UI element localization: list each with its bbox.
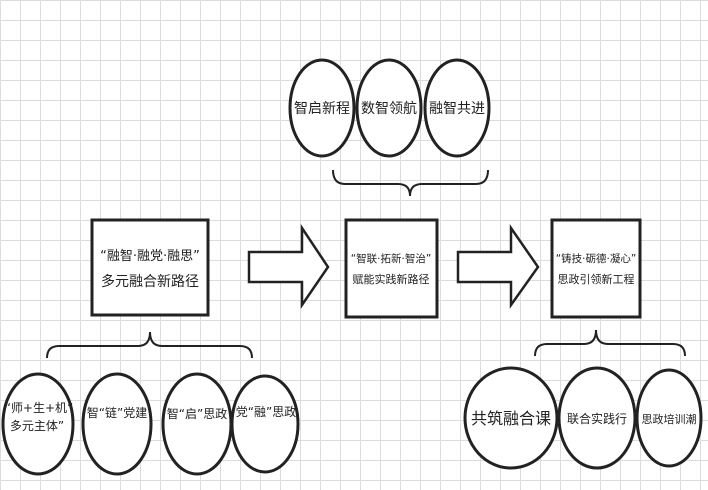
box-2-line1: “智联·拓新·智治” <box>351 252 432 265</box>
top-node-3-label: 融智共进 <box>429 101 485 117</box>
box-1-line1: “融智·融党·融思” <box>100 249 200 264</box>
left-node-2 <box>81 372 153 476</box>
left-brace <box>46 331 253 359</box>
right-brace <box>534 329 686 357</box>
top-node-2-label: 数智领航 <box>361 101 417 117</box>
box-2-line2: 赋能实践新路径 <box>353 272 430 286</box>
right-node-1 <box>463 366 559 470</box>
arrow-1 <box>247 223 330 310</box>
box-2 <box>344 218 439 319</box>
top-node-2 <box>355 58 423 158</box>
top-node-1 <box>288 58 356 158</box>
top-node-3 <box>423 58 491 158</box>
left-node-2-label: 智“链”党建 <box>87 405 147 420</box>
left-node-4-label: 党“融”思政 <box>236 404 296 419</box>
box-3 <box>550 218 642 319</box>
right-node-3-label: 思政培训潮 <box>642 412 697 426</box>
left-node-3 <box>161 372 233 476</box>
box-3-line1: “铸技·砺德·凝心” <box>556 252 637 265</box>
top-brace <box>332 169 489 197</box>
right-node-2 <box>557 366 637 470</box>
left-node-1 <box>1 372 75 476</box>
left-node-4 <box>230 374 300 474</box>
box-3-line2: 思政引领新工程 <box>558 272 635 286</box>
arrow-2 <box>456 223 540 309</box>
left-node-3-label: 智“启”思政 <box>167 406 227 421</box>
top-node-1-label: 智启新程 <box>294 101 350 117</box>
right-node-2-label: 联合实践行 <box>567 411 627 426</box>
left-node-1-line2: 多元主体” <box>10 419 64 433</box>
right-node-1-label: 共筑融合课 <box>471 409 551 428</box>
left-node-1-line1: “师+生+机” <box>5 401 74 415</box>
box-1-line2: 多元融合新路径 <box>101 273 199 290</box>
box-1 <box>90 218 210 317</box>
right-node-3 <box>635 368 703 468</box>
